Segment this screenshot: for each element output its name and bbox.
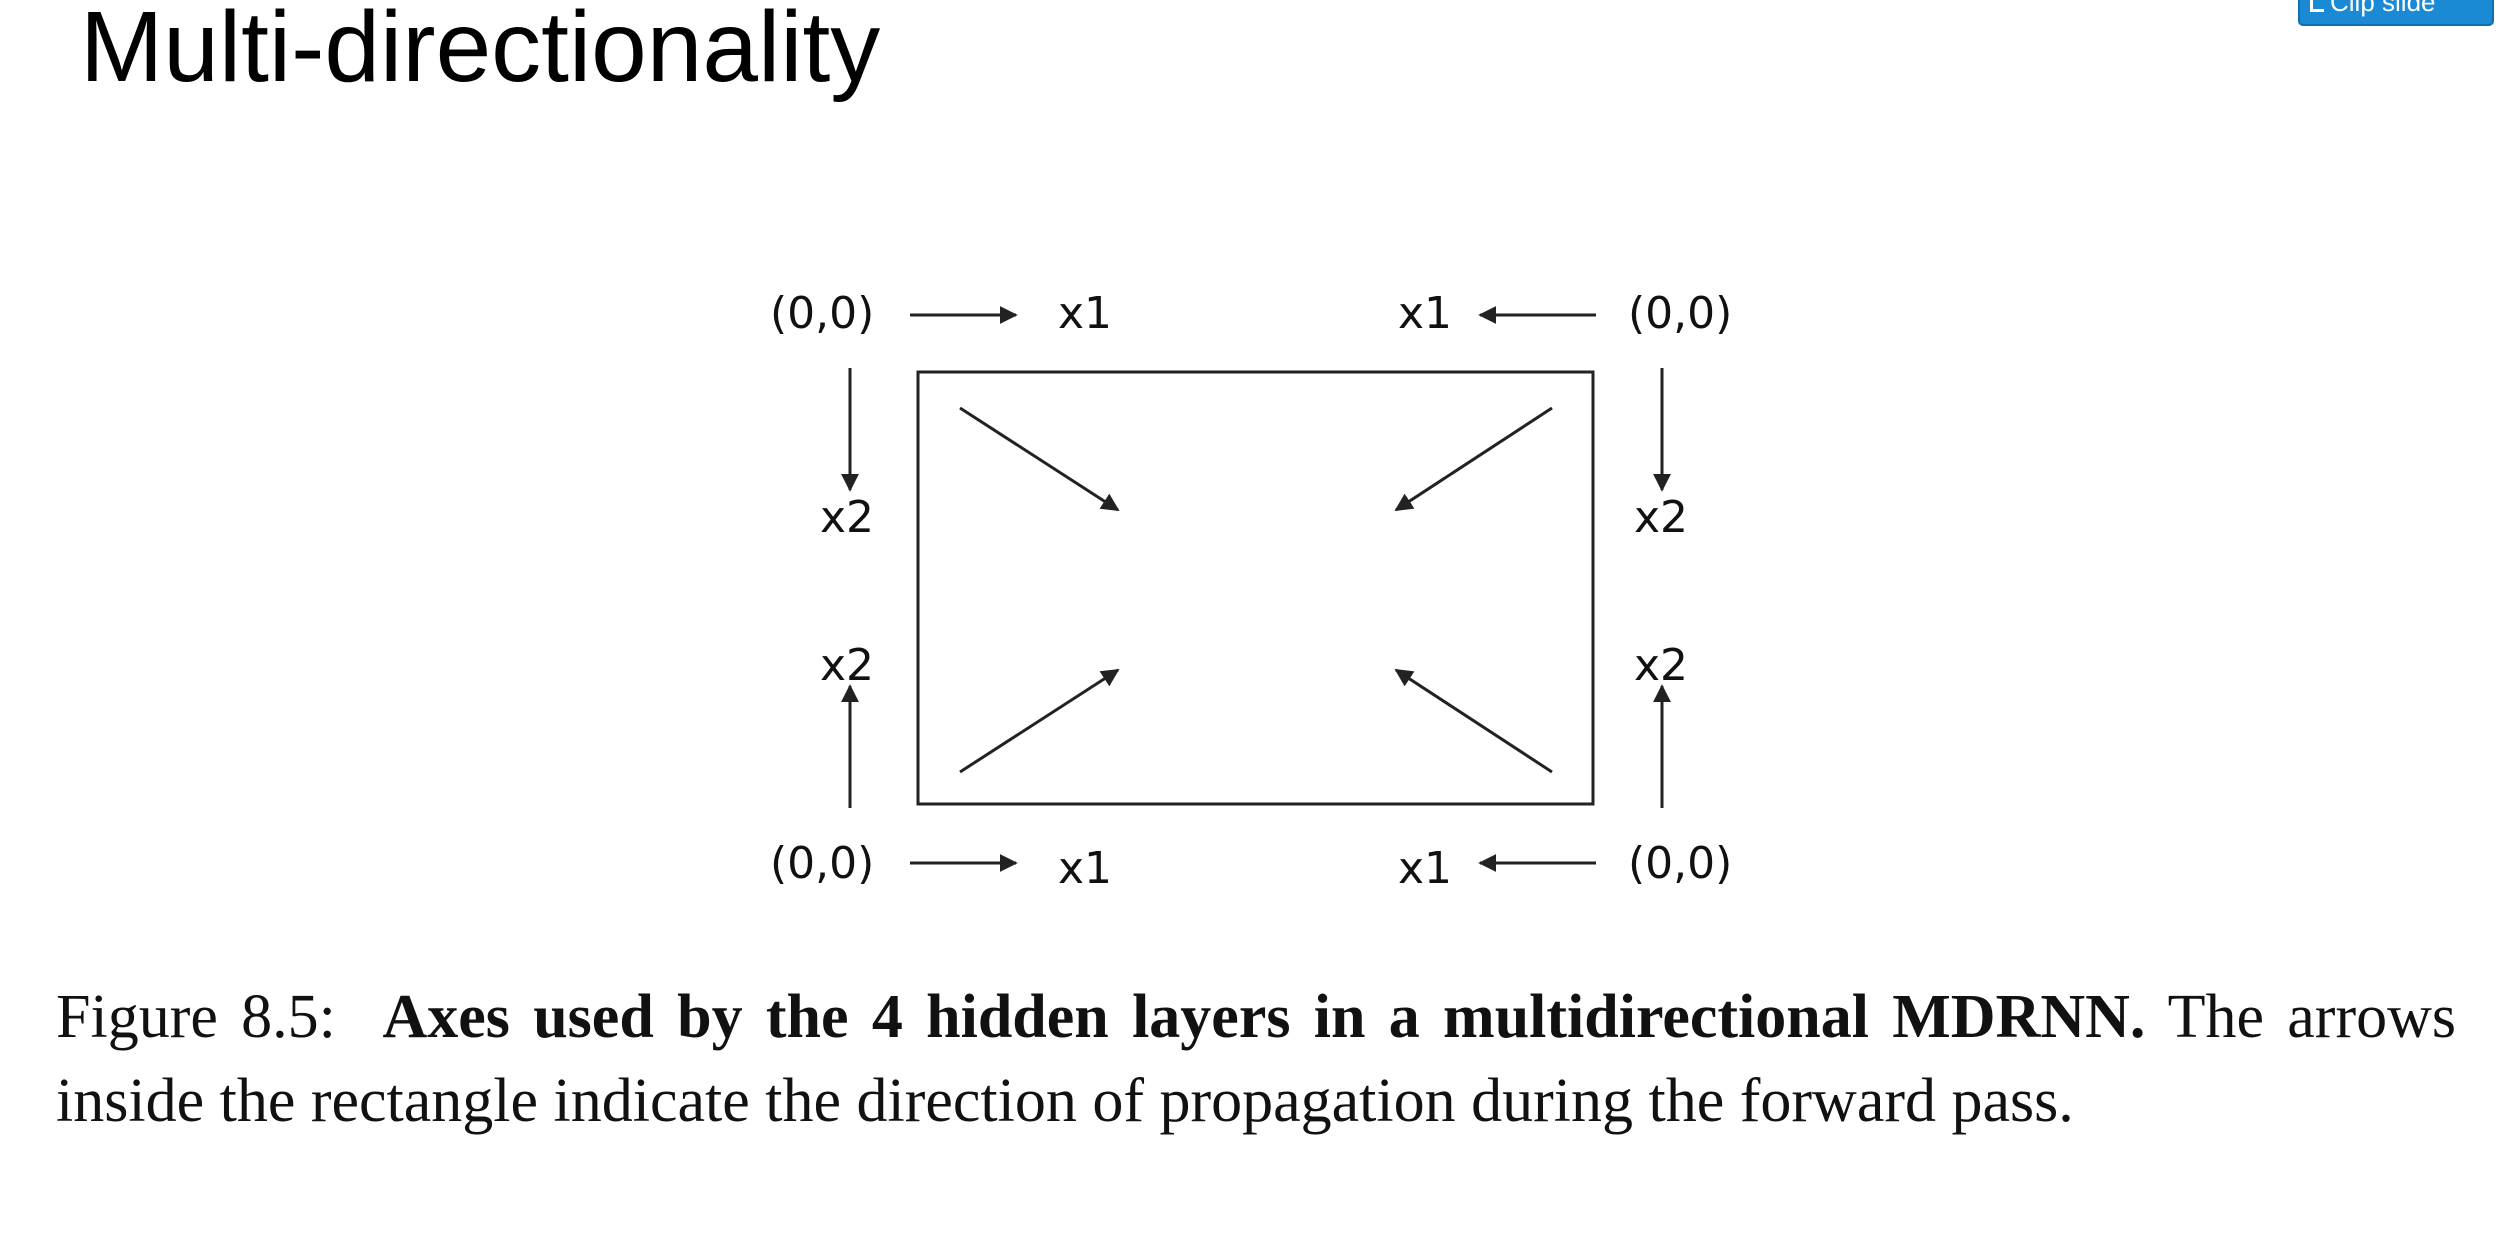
x2-label-right-upper: x2 [1634,492,1688,543]
propagation-arrow-top-left [959,406,1120,512]
x2-label-left-upper: x2 [820,492,874,543]
input-rectangle [916,370,1595,806]
propagation-arrow-bottom-left [959,668,1120,774]
figure-caption: Figure 8.5: Axes used by the 4 hidden la… [56,975,2456,1143]
propagation-arrow-bottom-right [1394,668,1553,774]
origin-label-bottom-right: (0,0) [1628,838,1732,889]
propagation-arrow-top-right [1394,406,1553,512]
slide-title: Multi-directionality [80,0,881,103]
caption-bold-text: Axes used by the 4 hidden layers in a mu… [382,983,2146,1051]
origin-label-bottom-left: (0,0) [770,838,874,889]
clip-slide-button[interactable]: Clip slide [2298,0,2494,26]
clip-icon [2310,0,2324,12]
x1-label-bottom-right: x1 [1398,843,1452,894]
origin-label-top-right: (0,0) [1628,288,1732,339]
x1-label-top-left: x1 [1058,288,1112,339]
x1-label-top-right: x1 [1398,288,1452,339]
x1-label-bottom-left: x1 [1058,843,1112,894]
mdrnn-axes-diagram: (0,0) (0,0) (0,0) (0,0) x1 x1 x1 x1 x2 x… [770,288,1732,894]
x2-label-right-lower: x2 [1634,640,1688,691]
x2-label-left-lower: x2 [820,640,874,691]
caption-prefix: Figure 8.5: [56,983,336,1051]
origin-label-top-left: (0,0) [770,288,874,339]
caption-rest-text: The arrows inside the rectangle indicate… [56,983,2456,1135]
clip-slide-label: Clip slide [2330,0,2436,17]
